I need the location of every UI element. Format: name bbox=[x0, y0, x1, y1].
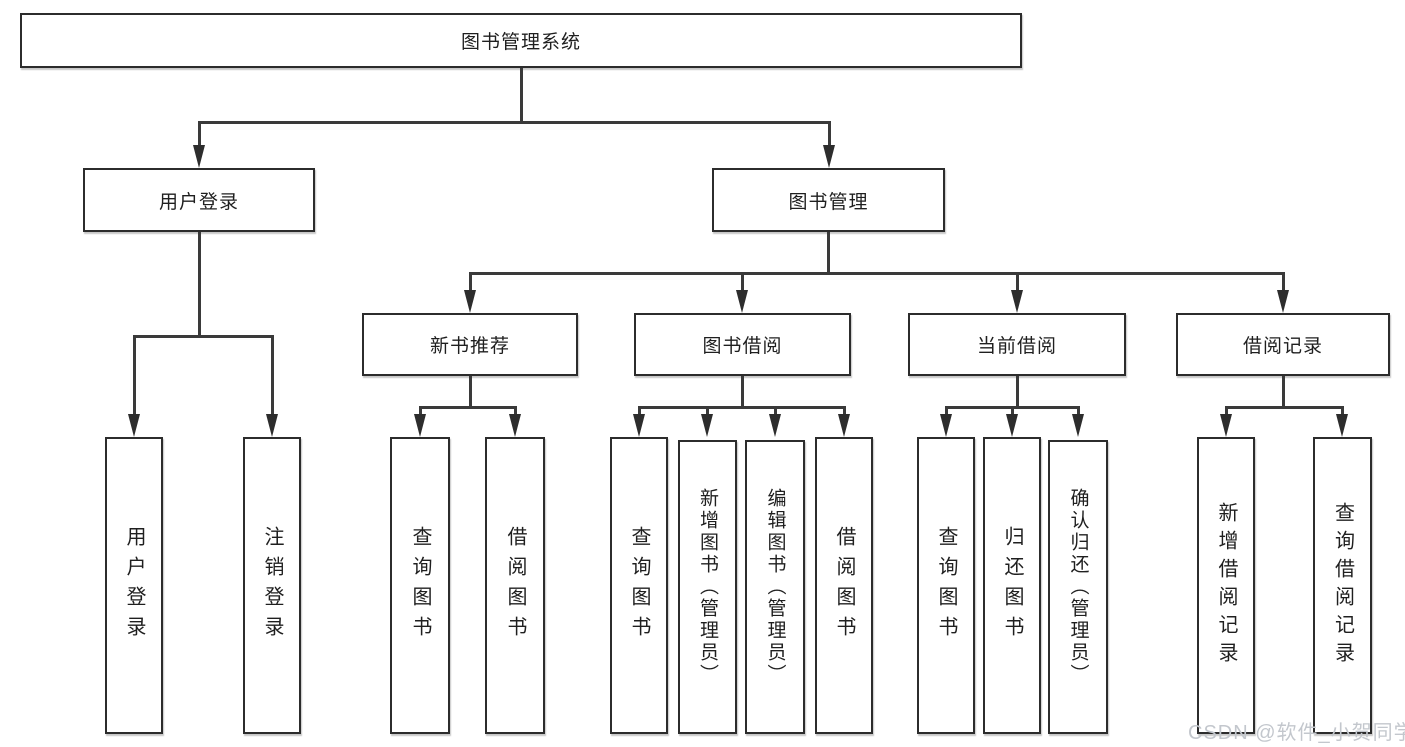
connector-line bbox=[1225, 406, 1343, 409]
connector-line bbox=[198, 232, 201, 335]
arrowhead-down bbox=[736, 290, 748, 313]
leaf-logout-login-label: 注销登录 bbox=[261, 525, 283, 646]
arrowhead-down bbox=[823, 145, 835, 168]
connector-line bbox=[419, 406, 517, 409]
leaf-return-books-label: 归还图书 bbox=[1001, 525, 1023, 646]
leaf-borrow-books-recommend-label: 借阅图书 bbox=[504, 525, 526, 646]
connector-line bbox=[1225, 406, 1228, 416]
connector-line bbox=[638, 406, 846, 409]
arrowhead-down bbox=[1006, 414, 1018, 437]
leaf-confirm-return-admin-label: 确认归还（管理员） bbox=[1067, 488, 1089, 686]
leaf-user-login: 用户登录 bbox=[105, 437, 163, 734]
leaf-edit-books-admin-label: 编辑图书（管理员） bbox=[764, 488, 786, 686]
connector-line bbox=[520, 68, 523, 121]
arrowhead-down bbox=[769, 414, 781, 437]
node-borrowing-records: 借阅记录 bbox=[1176, 313, 1390, 376]
connector-line bbox=[1011, 406, 1014, 416]
connector-line bbox=[271, 335, 274, 414]
leaf-confirm-return-admin: 确认归还（管理员） bbox=[1048, 440, 1108, 734]
leaf-search-books-borrowing-label: 查询图书 bbox=[628, 525, 650, 646]
arrowhead-down bbox=[1220, 414, 1232, 437]
connector-line bbox=[1341, 406, 1344, 416]
arrowhead-down bbox=[1072, 414, 1084, 437]
node-new-book-recommendation: 新书推荐 bbox=[362, 313, 578, 376]
arrowhead-down bbox=[633, 414, 645, 437]
leaf-edit-books-admin: 编辑图书（管理员） bbox=[745, 440, 805, 734]
connector-line bbox=[1077, 406, 1080, 416]
connector-line bbox=[741, 272, 744, 291]
arrowhead-down bbox=[838, 414, 850, 437]
node-current-borrowing: 当前借阅 bbox=[908, 313, 1126, 376]
connector-line bbox=[741, 376, 744, 408]
connector-line bbox=[1016, 376, 1019, 408]
arrowhead-down bbox=[266, 414, 278, 437]
node-book-borrowing-label: 图书借阅 bbox=[702, 336, 783, 357]
connector-line bbox=[638, 406, 641, 416]
leaf-borrow-books-recommend: 借阅图书 bbox=[485, 437, 545, 734]
connector-line bbox=[514, 406, 517, 416]
node-book-borrowing: 图书借阅 bbox=[634, 313, 851, 376]
leaf-search-books-recommend: 查询图书 bbox=[390, 437, 450, 734]
connector-line bbox=[843, 406, 846, 416]
connector-line bbox=[133, 335, 274, 338]
leaf-logout-login: 注销登录 bbox=[243, 437, 301, 734]
connector-line bbox=[469, 272, 1285, 275]
arrowhead-down bbox=[1011, 290, 1023, 313]
node-book-management-label: 图书管理 bbox=[788, 191, 869, 213]
connector-line bbox=[419, 406, 422, 416]
connector-line bbox=[1282, 272, 1285, 291]
connector-line bbox=[469, 376, 472, 408]
connector-line bbox=[198, 121, 201, 147]
node-new-book-recommendation-label: 新书推荐 bbox=[429, 336, 510, 357]
arrowhead-down bbox=[509, 414, 521, 437]
connector-line bbox=[1016, 272, 1019, 291]
connector-line bbox=[1282, 376, 1285, 408]
node-user-login-label: 用户登录 bbox=[158, 191, 239, 213]
connector-line bbox=[706, 406, 709, 416]
leaf-add-borrowing-record: 新增借阅记录 bbox=[1197, 437, 1255, 734]
leaf-borrow-books-borrowing-label: 借阅图书 bbox=[833, 525, 855, 646]
connector-line bbox=[945, 406, 948, 416]
connector-line bbox=[133, 335, 136, 414]
leaf-search-books-recommend-label: 查询图书 bbox=[409, 525, 431, 646]
leaf-search-books-current-label: 查询图书 bbox=[935, 525, 957, 646]
arrowhead-down bbox=[128, 414, 140, 437]
node-root-system-label: 图书管理系统 bbox=[460, 32, 581, 53]
connector-line bbox=[828, 121, 831, 147]
node-current-borrowing-label: 当前借阅 bbox=[976, 336, 1057, 357]
leaf-search-books-current: 查询图书 bbox=[917, 437, 975, 734]
connector-line bbox=[198, 121, 830, 124]
csdn-watermark: CSDN @软件_小贺同学 bbox=[1188, 722, 1405, 744]
connector-line bbox=[827, 232, 830, 274]
arrowhead-down bbox=[1277, 290, 1289, 313]
connector-line bbox=[469, 272, 472, 291]
arrowhead-down bbox=[193, 145, 205, 168]
arrowhead-down bbox=[940, 414, 952, 437]
node-book-management: 图书管理 bbox=[712, 168, 945, 232]
node-borrowing-records-label: 借阅记录 bbox=[1242, 336, 1323, 357]
node-root-system: 图书管理系统 bbox=[20, 13, 1022, 68]
arrowhead-down bbox=[464, 290, 476, 313]
leaf-add-borrowing-record-label: 新增借阅记录 bbox=[1215, 501, 1237, 670]
node-user-login: 用户登录 bbox=[83, 168, 315, 232]
arrowhead-down bbox=[1336, 414, 1348, 437]
arrowhead-down bbox=[414, 414, 426, 437]
arrowhead-down bbox=[701, 414, 713, 437]
connector-line bbox=[774, 406, 777, 416]
leaf-user-login-label: 用户登录 bbox=[123, 525, 145, 646]
leaf-borrow-books-borrowing: 借阅图书 bbox=[815, 437, 873, 734]
leaf-return-books: 归还图书 bbox=[983, 437, 1041, 734]
leaf-search-books-borrowing: 查询图书 bbox=[610, 437, 668, 734]
leaf-add-books-admin: 新增图书（管理员） bbox=[678, 440, 737, 734]
leaf-search-borrowing-record: 查询借阅记录 bbox=[1313, 437, 1372, 734]
leaf-add-books-admin-label: 新增图书（管理员） bbox=[697, 488, 718, 686]
leaf-search-borrowing-record-label: 查询借阅记录 bbox=[1331, 501, 1354, 670]
